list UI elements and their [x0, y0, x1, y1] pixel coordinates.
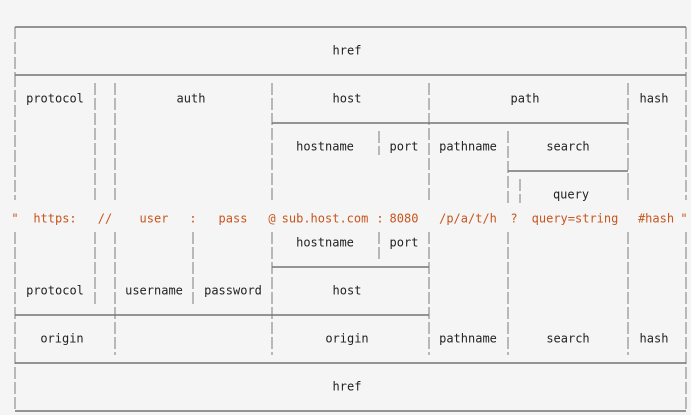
username-label: username — [125, 284, 183, 298]
url-question-mark: ? — [510, 212, 517, 226]
origin-left-label: origin — [40, 332, 83, 346]
href-top-label: href — [333, 44, 362, 58]
url-example: " https: // user : pass @ sub.host.com :… — [11, 212, 687, 226]
url-port-colon: : — [376, 212, 383, 226]
port-lower-label: port — [390, 236, 419, 250]
search-lower-label: search — [546, 332, 589, 346]
diagram-labels: href protocol auth host path hash hostna… — [26, 44, 668, 394]
pathname-lower-label: pathname — [439, 332, 497, 346]
origin-mid-label: origin — [325, 332, 368, 346]
password-label: password — [204, 284, 262, 298]
url-user: user — [140, 212, 169, 226]
host-lower-label: host — [333, 284, 362, 298]
url-colon: : — [189, 212, 196, 226]
auth-label: auth — [177, 92, 206, 106]
url-port: 8080 — [390, 212, 419, 226]
diagram-lines — [14, 26, 687, 412]
protocol-lower-label: protocol — [26, 284, 84, 298]
query-label: query — [553, 188, 589, 202]
path-label: path — [511, 92, 540, 106]
url-close-quote: " — [680, 212, 687, 226]
hostname-lower-label: hostname — [296, 236, 354, 250]
protocol-label: protocol — [26, 92, 84, 106]
url-slashes: // — [98, 212, 112, 226]
url-pass: pass — [219, 212, 248, 226]
hostname-label: hostname — [296, 140, 354, 154]
url-at: @ — [268, 212, 275, 226]
search-label: search — [546, 140, 589, 154]
href-bottom-label: href — [333, 380, 362, 394]
hash-lower-label: hash — [640, 332, 669, 346]
url-hostname: sub.host.com — [282, 212, 369, 226]
hash-label: hash — [640, 92, 669, 106]
pathname-label: pathname — [439, 140, 497, 154]
url-query: query=string — [532, 212, 619, 226]
host-label: host — [333, 92, 362, 106]
url-protocol: https: — [33, 212, 76, 226]
port-label: port — [390, 140, 419, 154]
url-hash: #hash — [638, 212, 674, 226]
url-open-quote: " — [11, 212, 18, 226]
url-pathname: /p/a/t/h — [439, 212, 497, 226]
